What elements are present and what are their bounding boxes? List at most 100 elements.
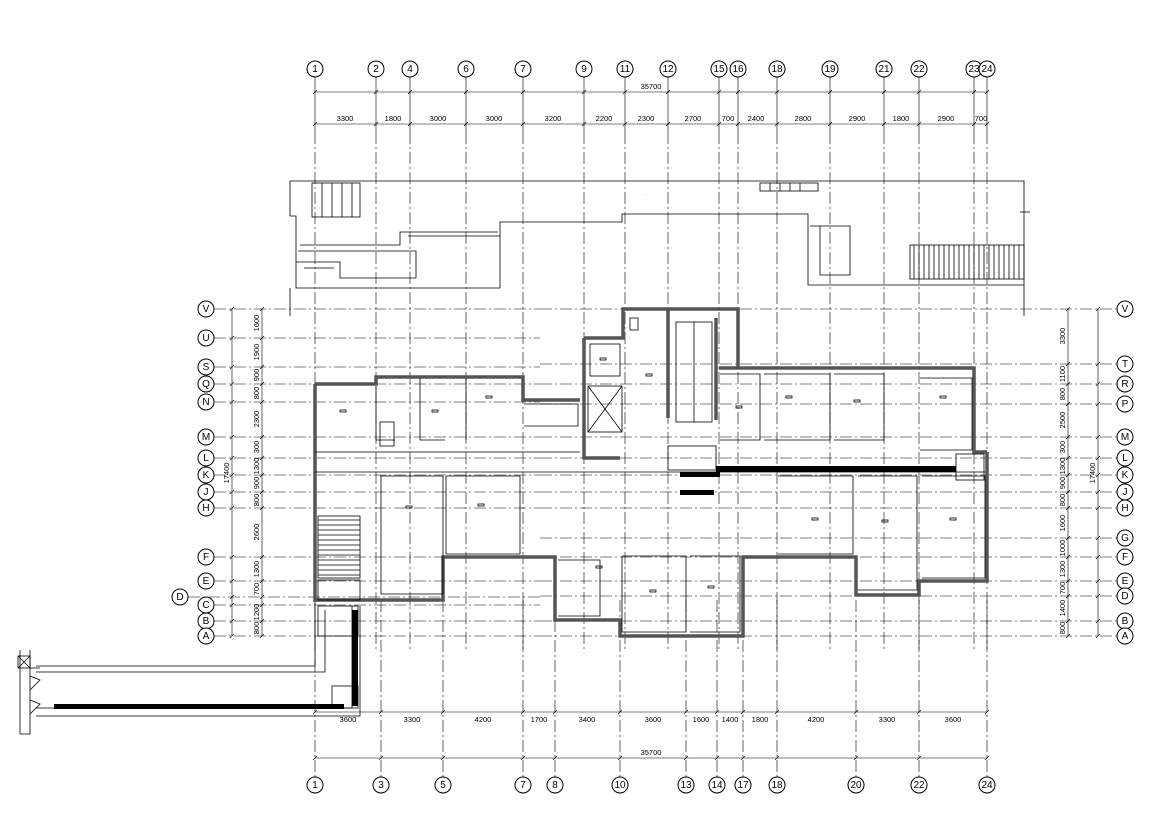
dim-tick (1065, 306, 1071, 312)
right-dimension-label: 800 (1058, 494, 1067, 507)
dim-tick (665, 89, 671, 95)
bottom-axis-22: 22 (910, 776, 928, 794)
right-total-dimension: 17400 (1088, 463, 1097, 484)
left-dimension-label: 2600 (252, 524, 261, 541)
dim-tick (683, 755, 689, 761)
right-dimension-label: 800 (1058, 388, 1067, 401)
left-axis-D-label: D (176, 592, 183, 603)
right-axis-P: P (1116, 395, 1134, 413)
dim-tick (229, 434, 235, 440)
top-axis-21: 21 (875, 60, 893, 78)
left-dimension-label: 900 (252, 477, 261, 490)
dim-tick (774, 709, 780, 715)
dim-tick (259, 633, 265, 639)
right-axis-L-label: L (1122, 453, 1128, 464)
left-axis-Q-circle (197, 375, 215, 393)
ramp-hatching (913, 245, 1020, 279)
dim-tick (520, 709, 526, 715)
left-axis-J-label: J (204, 487, 209, 498)
top-dimension-label: 700 (722, 114, 735, 123)
left-axis-S: S (197, 358, 215, 376)
top-dimension-label: 3200 (545, 114, 562, 123)
left-axis-K-circle (197, 466, 215, 484)
left-axis-Q: Q (197, 375, 215, 393)
dim-tick (716, 89, 722, 95)
bottom-axis-7-circle (514, 776, 532, 794)
top-axis-2-circle (367, 60, 385, 78)
right-axis-L-circle (1116, 449, 1134, 467)
dim-tick (916, 89, 922, 95)
dim-tick (1065, 489, 1071, 495)
dim-tick (1095, 434, 1101, 440)
bottom-axis-13: 13 (677, 776, 695, 794)
dim-tick (463, 89, 469, 95)
dim-tick (827, 121, 833, 127)
left-axis-V: V (197, 300, 215, 318)
dim-tick (581, 89, 587, 95)
dim-tick (984, 89, 990, 95)
left-dimension-label: 300 (252, 441, 261, 454)
dim-tick (1095, 489, 1101, 495)
top-dimension-label: 2800 (795, 114, 812, 123)
dim-tick (378, 709, 384, 715)
top-axis-6: 6 (457, 60, 475, 78)
right-axis-E: E (1116, 572, 1134, 590)
dim-tick (1095, 381, 1101, 387)
left-axis-S-label: S (203, 362, 210, 373)
dim-tick (229, 489, 235, 495)
dim-tick (552, 755, 558, 761)
dim-tick (440, 709, 446, 715)
stair-hatching (321, 182, 1025, 280)
bottom-axis-10-label: 10 (614, 780, 626, 791)
top-axis-9: 9 (575, 60, 593, 78)
dim-tick (1065, 618, 1071, 624)
dim-tick (827, 89, 833, 95)
right-axis-F-label: F (1122, 552, 1128, 563)
top-axis-15-label: 15 (713, 64, 725, 75)
left-dimension-label: 800 (252, 494, 261, 507)
building-walls (313, 307, 989, 638)
right-dimension-label: 1400 (1058, 600, 1067, 617)
right-axis-A-label: A (1122, 631, 1129, 642)
right-dimension-label: 1300 (1058, 458, 1067, 475)
right-axis-R-label: R (1121, 379, 1128, 390)
bottom-dimension-label: 3400 (579, 715, 596, 724)
dim-tick (665, 121, 671, 127)
left-total-dimension: 17400 (222, 463, 231, 484)
left-dimension-label: 900 (252, 369, 261, 382)
dim-tick (740, 755, 746, 761)
dim-tick (1095, 455, 1101, 461)
dim-tick (259, 455, 265, 461)
dim-tick (622, 89, 628, 95)
dim-tick (229, 578, 235, 584)
right-axis-R: R (1116, 375, 1134, 393)
left-axis-U-label: U (202, 333, 209, 344)
dim-tick (259, 335, 265, 341)
dim-tick (1095, 505, 1101, 511)
top-axis-18-circle (768, 60, 786, 78)
top-axis-9-circle (575, 60, 593, 78)
left-axis-J: J (197, 483, 215, 501)
top-axis-18-label: 18 (771, 64, 783, 75)
top-dimension-label: 3000 (430, 114, 447, 123)
dim-tick (520, 755, 526, 761)
dim-tick (1095, 554, 1101, 560)
right-dimension-label: 1000 (1058, 540, 1067, 557)
dim-tick (853, 755, 859, 761)
right-axis-H: H (1116, 499, 1134, 517)
top-dimension-label: 1800 (385, 114, 402, 123)
left-dimension-label: 2300 (252, 411, 261, 428)
dim-tick (1065, 593, 1071, 599)
balcony-rail (680, 466, 956, 495)
dim-tick (774, 89, 780, 95)
bottom-axis-17: 17 (734, 776, 752, 794)
bottom-axis-1: 1 (306, 776, 324, 794)
dim-tick (229, 381, 235, 387)
dim-tick (735, 89, 741, 95)
top-axis-16-label: 16 (732, 64, 744, 75)
bottom-axis-13-label: 13 (680, 780, 692, 791)
bottom-dimension-label: 1600 (693, 715, 710, 724)
